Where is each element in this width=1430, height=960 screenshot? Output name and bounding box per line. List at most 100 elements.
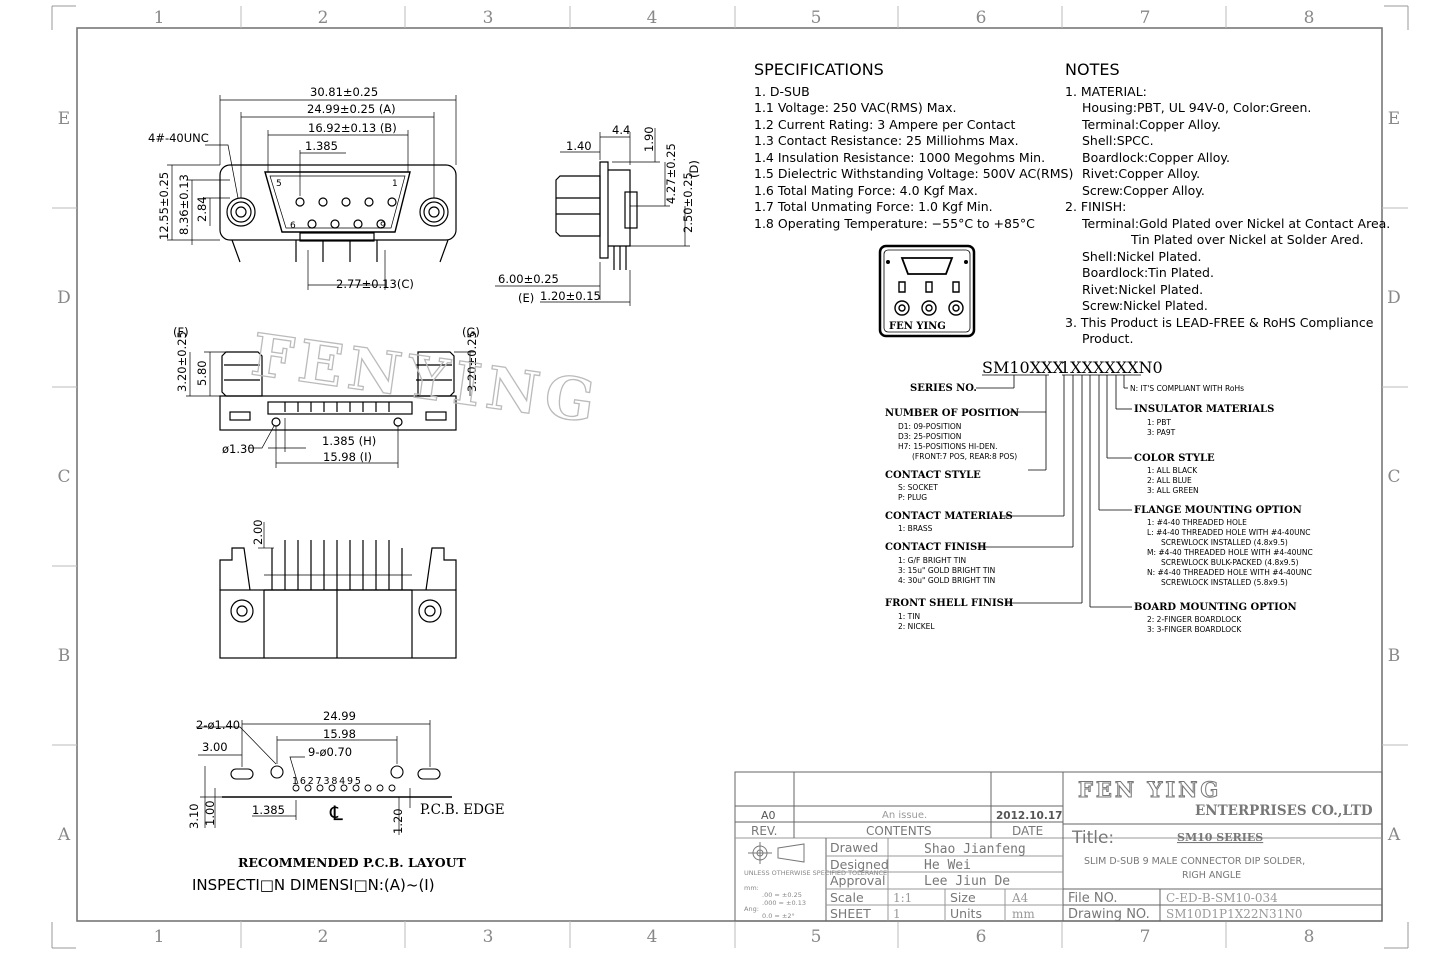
part-number-tree xyxy=(976,374,1141,608)
approval-value: Lee Jiun De xyxy=(924,874,1010,889)
pn-left-label: CONTACT FINISH xyxy=(885,542,987,553)
approval-label: Approval xyxy=(830,873,885,888)
spec-line: 1.4 Insulation Resistance: 1000 Megohms … xyxy=(754,150,1045,165)
dim-label: 4#-40UNC xyxy=(148,131,209,145)
specifications-block: SPECIFICATIONS 1. D-SUB 1.1 Voltage: 250… xyxy=(754,60,1073,231)
row-label: C xyxy=(57,467,70,487)
note-line: Terminal:Gold Plated over Nickel at Cont… xyxy=(1081,216,1390,231)
dim-label: (F) xyxy=(173,325,189,339)
grid-row-labels: E D C B A E D C B A xyxy=(57,109,1401,845)
pcb-layout-title: RECOMMENDED P.C.B. LAYOUT xyxy=(238,855,467,870)
pn-left-label: NUMBER OF POSITION xyxy=(885,408,1019,419)
drawing-label: Drawing NO. xyxy=(1068,907,1150,922)
pn-option: M: #4-40 THREADED HOLE WITH #4-40UNC xyxy=(1147,548,1313,557)
notes-block: NOTES 1. MATERIAL: Housing:PBT, UL 94V-0… xyxy=(1065,60,1390,346)
front-view-dimensions: 30.81±0.25 24.99±0.25 (A) 16.92±0.13 (B)… xyxy=(148,85,414,291)
pn-option: 1: ALL BLACK xyxy=(1147,466,1198,475)
col-label: 4 xyxy=(647,927,658,947)
note-line: Shell:SPCC. xyxy=(1082,133,1154,148)
row-label: E xyxy=(58,109,70,129)
header-rev: REV. xyxy=(751,824,777,838)
dim-label: 3.00 xyxy=(202,740,228,754)
bottom-view-dimensions: (F) (G) 3.20±0.25 5.80 3.20±0.25 ø1.30 1… xyxy=(173,325,480,464)
dim-label: 4.4 xyxy=(612,123,630,137)
col-label: 7 xyxy=(1140,927,1151,947)
designed-value: He Wei xyxy=(924,858,971,873)
pcb-layout-text: 2-ø1.40 24.99 3.00 15.98 9-ø0.70 3.10 1.… xyxy=(187,709,505,894)
pn-option: (FRONT:7 POS, REAR:8 POS) xyxy=(912,452,1017,461)
row-label: D xyxy=(57,288,71,308)
tolerance-line: .00 = ±0.25 xyxy=(762,891,802,899)
file-value: C-ED-B-SM10-034 xyxy=(1166,891,1278,905)
rev-date: 2012.10.17 xyxy=(996,810,1062,822)
pn-right-label: INSULATOR MATERIALS xyxy=(1134,404,1274,415)
col-label: 6 xyxy=(976,8,987,28)
dim-label: 2.50±0.25 xyxy=(681,172,695,233)
col-label: 1 xyxy=(154,927,165,947)
dim-label: (D) xyxy=(687,160,701,178)
dim-label: 5.80 xyxy=(195,360,209,386)
note-line: 1. MATERIAL: xyxy=(1065,84,1147,99)
projection-symbol-icon xyxy=(748,842,805,864)
dim-label: 24.99 xyxy=(323,709,356,723)
pn-option: 4: 30u" GOLD BRIGHT TIN xyxy=(898,576,995,585)
row-label: E xyxy=(1388,109,1400,129)
dim-label: 30.81±0.25 xyxy=(310,85,378,99)
dim-label: 15.98 xyxy=(323,727,356,741)
pn-option: 1: #4-40 THREADED HOLE xyxy=(1147,518,1247,527)
pn-right-label: FLANGE MOUNTING OPTION xyxy=(1134,505,1302,516)
col-label: 4 xyxy=(647,8,658,28)
pn-option: 3: PA9T xyxy=(1147,428,1176,437)
spec-line: 1.1 Voltage: 250 VAC(RMS) Max. xyxy=(754,100,957,115)
pn-option: 1: G/F BRIGHT TIN xyxy=(898,556,966,565)
centerline-mark: ℄ xyxy=(329,801,343,825)
note-line: Terminal:Copper Alloy. xyxy=(1081,117,1221,132)
pn-right-label: COLOR STYLE xyxy=(1134,453,1215,464)
pn-left-label: CONTACT MATERIALS xyxy=(885,511,1013,522)
col-label: 5 xyxy=(811,927,822,947)
col-label: 2 xyxy=(318,8,329,28)
note-line: Tin Plated over Nickel at Solder Ared. xyxy=(1130,232,1364,247)
tolerance-mm: mm: xyxy=(744,884,759,892)
pn-option: 2: 2-FINGER BOARDLOCK xyxy=(1147,615,1242,624)
dim-label: 2-ø1.40 xyxy=(196,718,240,732)
tolerance-line: 0.0 = ±2° xyxy=(762,912,795,920)
tolerance-heading: UNLESS OTHERWISE SPECIFIED TOLERANCE xyxy=(744,869,887,877)
pin-number: 5 xyxy=(276,179,282,189)
pcb-edge-label: P.C.B. EDGE xyxy=(420,802,505,818)
pcb-pin-numbers: 1 6 2 7 3 8 4 9 5 xyxy=(292,776,361,787)
side-view-dimensions: 4.4 1.90 1.40 4.27±0.25 (D) 2.50±0.25 6.… xyxy=(498,123,701,305)
pn-option: P: PLUG xyxy=(898,493,927,502)
col-label: 8 xyxy=(1304,8,1315,28)
file-label: File NO. xyxy=(1068,891,1117,906)
front-view xyxy=(167,95,457,290)
pin-number: 6 xyxy=(290,221,296,231)
dim-label: 16.92±0.13 (B) xyxy=(308,121,397,135)
part-code-b: 1XXXXXXN0 xyxy=(1060,358,1163,377)
note-line: 3. This Product is LEAD-FREE & RoHS Comp… xyxy=(1065,315,1374,330)
row-label: B xyxy=(1388,646,1401,666)
title-block xyxy=(734,771,1383,922)
size-label: Size xyxy=(950,890,976,905)
pn-option: 1: BRASS xyxy=(898,524,933,533)
pn-right-label: BOARD MOUNTING OPTION xyxy=(1134,602,1297,613)
dim-label: 24.99±0.25 (A) xyxy=(307,102,396,116)
pn-option: D1: 09-POSITION xyxy=(898,422,961,431)
tolerance-line: .000 = ±0.13 xyxy=(762,899,806,907)
col-label: 8 xyxy=(1304,927,1315,947)
dim-label: 6.00±0.25 xyxy=(498,272,559,286)
dim-label: 2.84 xyxy=(195,196,209,222)
note-line: Rivet:Nickel Plated. xyxy=(1082,282,1203,297)
bottom-view xyxy=(186,351,475,468)
note-line: 2. FINISH: xyxy=(1065,199,1126,214)
pcb-layout xyxy=(196,720,452,835)
spec-line: 1.5 Dielectric Withstanding Voltage: 500… xyxy=(754,166,1073,181)
dim-label: 1.20 xyxy=(391,808,405,834)
col-label: 1 xyxy=(154,8,165,28)
spec-line: 1.2 Current Rating: 3 Ampere per Contact xyxy=(754,117,1016,132)
notes-heading: NOTES xyxy=(1065,60,1120,79)
designed-label: Designed xyxy=(830,857,889,872)
row-label: C xyxy=(1387,467,1400,487)
pn-left-label: CONTACT STYLE xyxy=(885,470,981,481)
